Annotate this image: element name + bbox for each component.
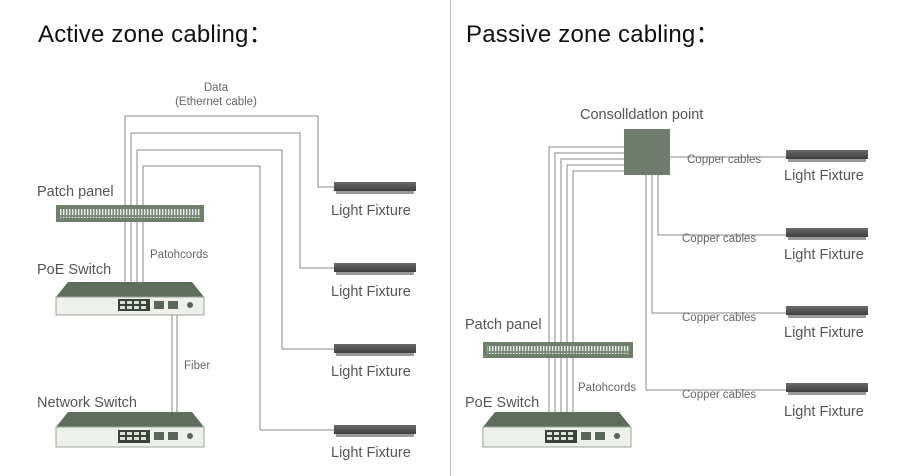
consolidation-point-box [624,129,670,175]
active-patch-panel-label: Patch panel [37,184,114,200]
passive-trunk-2 [554,152,624,342]
passive-trunk-5 [572,170,624,342]
fiber-label: Fiber [184,360,211,372]
passive-fixture-2 [786,228,868,240]
passive-poe-switch [482,412,632,448]
active-cable-2 [130,132,334,269]
passive-fixture-label-4: Light Fixture [784,404,864,420]
ethernet-cable-label: (Ethernet cable) [175,96,257,108]
passive-copper-4 [645,175,786,391]
passive-cables [548,146,786,412]
active-fixture-label-2: Light Fixture [331,284,411,300]
active-cable-4 [142,165,334,431]
passive-title: Passive zone cabling： [466,21,720,48]
active-fixture-1 [334,182,416,194]
active-title: Active zone cabling： [38,21,273,48]
passive-trunk-1 [548,146,624,342]
copper-cables-label-4: Copper cables [682,389,757,401]
active-network-switch [55,412,205,448]
passive-fixture-4 [786,383,868,395]
passive-fixture-3 [786,306,868,318]
section-divider [450,0,451,476]
passive-poe-switch-label: PoE Switch [465,395,540,411]
passive-patch-panel [483,342,633,358]
passive-fixture-1 [786,150,868,162]
passive-trunk-4 [566,164,624,342]
active-fixture-4 [334,425,416,437]
copper-cables-label-3: Copper cables [682,312,757,324]
copper-cables-label-2: Copper cables [682,233,757,245]
active-cables [124,115,334,431]
active-fixture-label-3: Light Fixture [331,364,411,380]
active-patch-panel [56,205,204,222]
consolidation-point-label: Consolldatlon point [580,107,704,123]
active-cable-3 [136,149,334,350]
passive-copper-2 [657,175,786,236]
active-fixture-label-1: Light Fixture [331,203,411,219]
passive-patchcords-label: Patohcords [578,382,637,394]
passive-fixture-label-1: Light Fixture [784,168,864,184]
active-cable-1 [124,115,334,205]
network-switch-label: Network Switch [37,395,137,411]
active-fixture-label-4: Light Fixture [331,445,411,461]
data-label: Data [203,82,229,94]
active-fixture-3 [334,344,416,356]
passive-fixture-label-3: Light Fixture [784,325,864,341]
passive-trunk-3 [560,158,624,342]
passive-copper-3 [651,175,786,314]
active-patchcords-label: Patohcords [150,249,209,261]
copper-cables-label-1: Copper cables [687,154,762,166]
passive-fixture-label-2: Light Fixture [784,247,864,263]
active-poe-switch [55,282,205,316]
active-fixture-2 [334,263,416,275]
passive-patch-panel-label: Patch panel [465,317,542,333]
active-poe-switch-label: PoE Switch [37,262,112,278]
